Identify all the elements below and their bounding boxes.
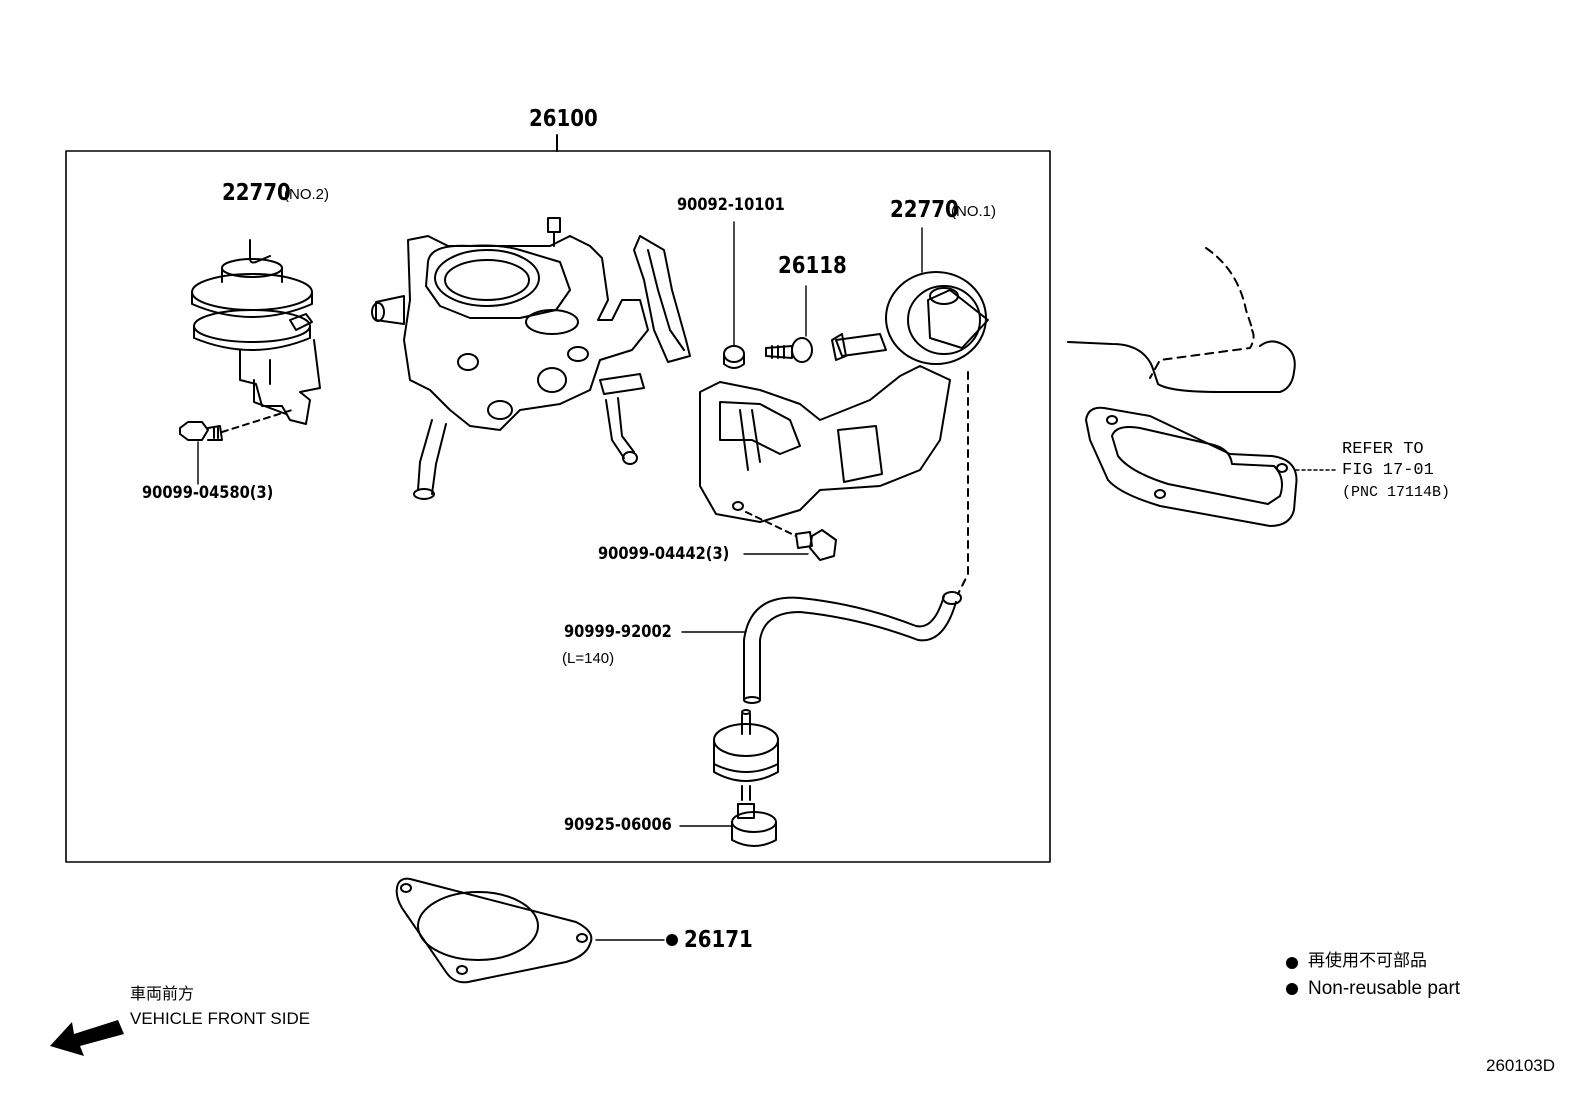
filter-part-number: 90925-06006 <box>564 815 672 835</box>
bolt-bracket-part-number: 90099-04442(3) <box>598 544 730 564</box>
figure-code: 260103D <box>1486 1056 1556 1075</box>
gasket-part-number: 26171 <box>684 927 753 953</box>
vacuum-actuator-no1-drawing <box>699 227 989 523</box>
refer-line-1: REFER TO <box>1342 440 1424 459</box>
throttle-body-drawing <box>371 217 691 500</box>
direction-text-en: VEHICLE FRONT SIDE <box>130 1009 311 1028</box>
hose-90999-92002-drawing <box>681 371 969 704</box>
hose-length: (L=140) <box>562 650 615 667</box>
direction-text-jp: 車両前方 <box>130 984 195 1003</box>
bolt-left-part-number: 90099-04580(3) <box>142 483 274 503</box>
bolt-90099-04442-drawing <box>743 511 837 561</box>
legend-dot-jp <box>1286 957 1298 969</box>
collar-90092-10101-drawing <box>723 221 745 369</box>
screw-26118-drawing <box>765 285 813 363</box>
vacuum-actuator-no2-drawing <box>191 239 321 425</box>
filter-90925-06006-drawing <box>679 709 779 847</box>
manifold-reference-drawing <box>1067 247 1339 527</box>
screw-part-number: 26118 <box>778 253 847 279</box>
legend-text-en: Non-reusable part <box>1308 978 1461 999</box>
gasket-26171-drawing <box>395 877 665 984</box>
vacuum-no1-qualifier: (NO.1) <box>951 203 996 220</box>
legend-dot-en <box>1286 983 1298 995</box>
vacuum-no1-part-number: 22770 <box>890 197 959 223</box>
vacuum-no2-qualifier: (NO.2) <box>284 186 329 203</box>
gasket-nonreusable-mark <box>666 934 678 946</box>
vacuum-no2-part-number: 22770 <box>222 180 291 206</box>
refer-line-2: FIG 17-01 <box>1342 461 1434 480</box>
bolt-90099-04580-drawing <box>179 409 293 485</box>
refer-line-3: (PNC 17114B) <box>1342 484 1451 501</box>
hose-part-number: 90999-92002 <box>564 622 672 642</box>
assembly-frame <box>65 150 1051 863</box>
assembly-part-number: 26100 <box>529 106 598 132</box>
legend-text-jp: 再使用不可部品 <box>1308 951 1427 971</box>
vehicle-front-arrow-icon <box>50 1020 124 1056</box>
collar-part-number: 90092-10101 <box>677 195 785 215</box>
